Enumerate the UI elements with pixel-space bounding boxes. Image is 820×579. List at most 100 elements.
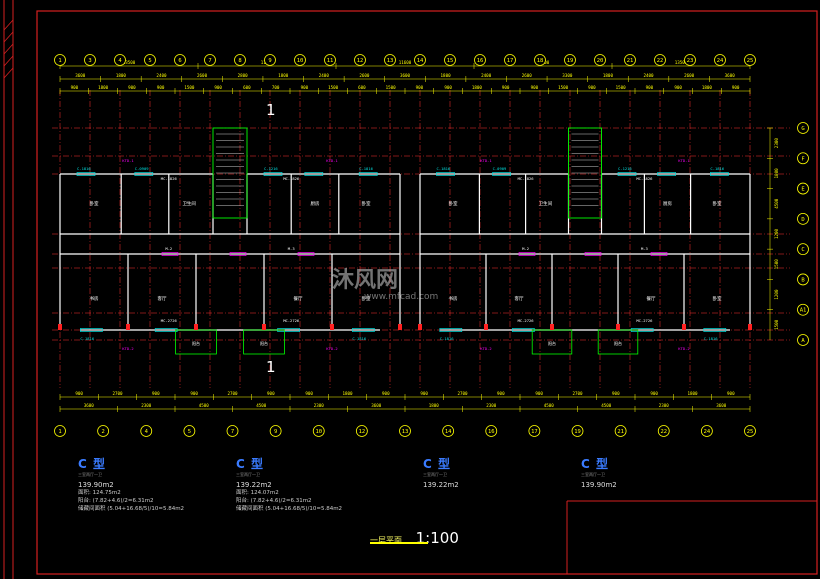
axis-bubble-bottom-label: 25 <box>747 429 754 435</box>
dim-top-row1-text: 2600 <box>359 73 370 78</box>
axis-bubble-top <box>234 54 246 66</box>
axis-bubble-bottom <box>269 425 282 437</box>
window <box>657 172 676 176</box>
room-label: 厨房 <box>311 200 320 207</box>
dim-top-row2-text: 900 <box>301 85 309 90</box>
dim-top-row1-text: 1800 <box>278 73 289 78</box>
door <box>518 252 536 256</box>
axis-bubble-top-label: 15 <box>447 58 454 64</box>
axis-bubble-bottom-label: 13 <box>402 429 409 435</box>
plan-walls <box>58 127 752 355</box>
dim-bottom-row1-text: 1800 <box>429 403 440 408</box>
column <box>418 324 422 330</box>
dim-top-row1-text: 2600 <box>522 73 533 78</box>
axis-bubble-top-label: 10 <box>297 58 304 64</box>
window-tag: C-1816 <box>352 336 366 341</box>
column <box>330 324 334 330</box>
axis-bubble-bottom-label: 22 <box>660 429 667 435</box>
dim-top-row2-text: 900 <box>588 85 596 90</box>
axis-bubble-top <box>114 54 126 66</box>
ktd-tag: KTD-1 <box>480 158 492 163</box>
watermark-url: www.mfcad.com <box>364 292 439 302</box>
axis-bubble-bottom-label: 7 <box>231 429 234 435</box>
room-label: 阳台 <box>614 340 622 346</box>
dim-bottom-row2-text: 900 <box>650 391 658 396</box>
axis-bubble-top <box>714 54 726 66</box>
window <box>436 172 455 176</box>
dim-right-text: 1500 <box>774 259 779 270</box>
axis-bubble-right-label: C <box>801 247 804 253</box>
axis-bubble-top <box>174 54 186 66</box>
dim-bottom-row2-text: 900 <box>612 391 620 396</box>
room-label: 餐厅 <box>647 295 656 302</box>
dim-top-row2-text: 700 <box>272 85 280 90</box>
room-label: 卧室 <box>362 200 371 207</box>
axis-bubble-top-label: 14 <box>417 58 424 64</box>
axis-bubble-right-label: D <box>801 217 804 223</box>
room-label: 阳台 <box>260 340 268 346</box>
axis-bubble-top-label: 8 <box>238 58 241 64</box>
axis-bubble-top <box>744 54 756 66</box>
dim-top-row2-text: 900 <box>157 85 165 90</box>
axis-bubble-bottom <box>226 425 239 437</box>
unit-line: 储藏间面积 (5.04+16.68/5)/10=5.84m2 <box>78 506 185 512</box>
door-tag: MC-2726 <box>161 318 178 323</box>
axis-bubble-top <box>354 54 366 66</box>
axis-bubble-bottom <box>312 425 325 437</box>
dim-right-text: 1500 <box>774 319 779 330</box>
window <box>80 328 103 332</box>
dim-top-row1-text: 3300 <box>562 73 573 78</box>
column <box>682 324 686 330</box>
axis-bubble-top-label: 25 <box>747 58 754 64</box>
door-tag: M-2 <box>165 246 172 251</box>
axis-bubble-top <box>84 54 96 66</box>
dim-bottom-row2-text: 1800 <box>342 391 353 396</box>
axis-bubble-top-label: 9 <box>268 58 271 64</box>
axis-bubble-right <box>797 152 809 165</box>
window-tag: C-1816 <box>77 166 91 171</box>
frame-outer <box>36 10 818 575</box>
axis-bubble-bottom-label: 12 <box>359 429 366 435</box>
window <box>134 172 154 176</box>
axis-bubble-bottom <box>442 425 455 437</box>
dim-top-row1-text: 2600 <box>197 73 208 78</box>
dim-top-row2-text: 1500 <box>386 85 397 90</box>
room-label: 客厅 <box>515 295 524 302</box>
axis-bubble-bottom <box>571 425 584 437</box>
axis-bubble-top-label: 18 <box>537 58 544 64</box>
column <box>194 324 198 330</box>
room-label: 卧室 <box>713 200 722 207</box>
room-label: 厨房 <box>663 200 672 207</box>
strip-hatch <box>3 31 14 43</box>
binding-strip-hatch <box>3 19 14 79</box>
dim-bottom-row2-text: 900 <box>75 391 83 396</box>
dim-top-row2-text: 900 <box>416 85 424 90</box>
dim-top-row2-text: 1800 <box>702 85 713 90</box>
window-tag: C-1816 <box>704 336 718 341</box>
dim-bottom-row2-text: 900 <box>727 391 735 396</box>
column <box>126 324 130 330</box>
watermark-logo: 沐风网 <box>332 268 399 293</box>
axis-bubble-bottom <box>399 425 411 437</box>
dim-top-row2-text: 900 <box>214 85 222 90</box>
room-label: 阳台 <box>192 340 200 346</box>
axis-bubble-top-label: 3 <box>88 58 91 64</box>
axis-bubble-bottom <box>140 425 153 437</box>
axis-bubble-bottom <box>54 425 66 437</box>
column <box>262 324 266 330</box>
dim-top-row2-text: 900 <box>674 85 682 90</box>
unit-line: 阳台: (7.82+4.6)/2=6.31m2 <box>78 498 154 504</box>
axis-bubble-right <box>797 122 809 134</box>
window-tag: C-0909 <box>493 166 507 171</box>
window-tag: C-0909 <box>135 166 149 171</box>
door-tag: MC-2726 <box>518 318 535 323</box>
room-label: 书房 <box>449 295 458 302</box>
axis-bubble-bottom <box>355 425 368 437</box>
axis-bubble-bottom <box>183 425 196 437</box>
unit-type-label: C 型 <box>78 457 106 471</box>
dim-top-row1-text: 2400 <box>319 73 330 78</box>
axis-bubble-bottom <box>614 425 627 437</box>
dim-top-row1-text: 2400 <box>156 73 167 78</box>
unit-subtitle: 三室两厅一卫 <box>236 472 260 477</box>
axis-bubble-top <box>684 54 696 66</box>
